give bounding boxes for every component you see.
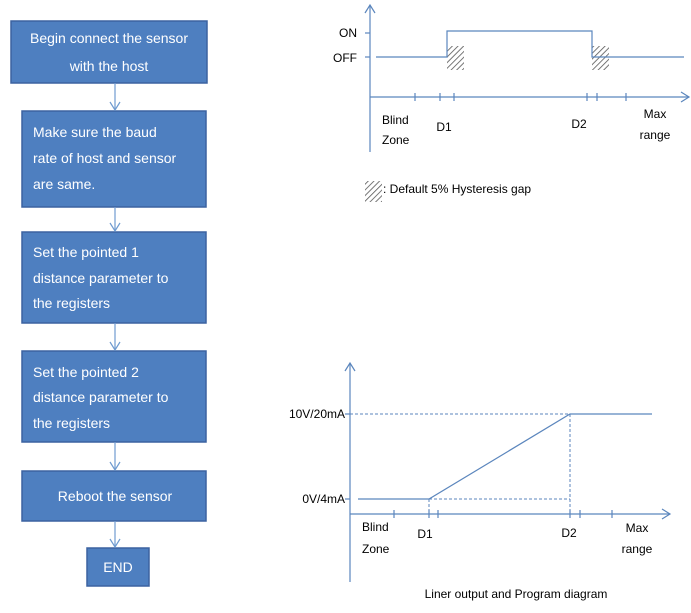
linear-max-range-line-1: Max bbox=[626, 521, 649, 535]
linear-x-axis bbox=[350, 508, 672, 520]
linear-max-range-line-2: range bbox=[622, 542, 653, 556]
linear-d2-label: D2 bbox=[561, 526, 577, 540]
hysteresis-legend-swatch bbox=[365, 181, 382, 202]
linear-y-axis bbox=[344, 361, 356, 582]
linear-output-signal bbox=[358, 413, 652, 500]
step-box-distance-2 bbox=[21, 350, 207, 443]
flow-arrow-4 bbox=[109, 442, 121, 472]
step-baud-line-1: Make sure the baud bbox=[33, 124, 157, 140]
step-box-begin bbox=[10, 20, 208, 84]
step-d2-line-1: Set the pointed 2 bbox=[33, 364, 139, 380]
step-begin-line-2: with the host bbox=[69, 58, 149, 74]
hysteresis-band-d2 bbox=[592, 46, 609, 70]
step-box-baud-rate bbox=[21, 110, 207, 208]
step-baud-line-2: rate of host and sensor bbox=[33, 150, 177, 166]
step-baud-line-3: are same. bbox=[33, 176, 95, 192]
switch-max-range-line-1: Max bbox=[644, 107, 667, 121]
flow-arrow-2 bbox=[109, 207, 121, 233]
step-d2-line-3: the registers bbox=[33, 415, 110, 431]
hysteresis-legend-text: : Default 5% Hysteresis gap bbox=[383, 182, 531, 196]
switch-x-ticks bbox=[414, 93, 627, 101]
switch-y-axis bbox=[364, 3, 376, 152]
switch-blind-zone-line-2: Zone bbox=[382, 133, 410, 147]
flowchart-arrows bbox=[109, 83, 121, 549]
switch-d1-label: D1 bbox=[436, 120, 452, 134]
linear-bottom-label: 0V/4mA bbox=[302, 492, 345, 506]
linear-blind-zone-line-1: Blind bbox=[362, 520, 389, 534]
flow-arrow-5 bbox=[109, 521, 121, 549]
step-end-label: END bbox=[103, 559, 133, 575]
switch-blind-zone-line-1: Blind bbox=[382, 113, 409, 127]
step-d1-line-2: distance parameter to bbox=[33, 270, 169, 286]
step-box-end bbox=[86, 547, 150, 587]
hysteresis-band-d1 bbox=[447, 46, 464, 70]
switch-d2-label: D2 bbox=[571, 117, 587, 131]
switch-max-range-line-2: range bbox=[640, 128, 671, 142]
switch-x-axis bbox=[370, 91, 691, 103]
switch-output-signal bbox=[376, 30, 684, 58]
step-d2-line-2: distance parameter to bbox=[33, 389, 169, 405]
switch-y-ticks bbox=[365, 32, 370, 58]
linear-output-diagram: 10V/20mA 0V/4mA Blind Zone D1 D2 Max ran… bbox=[289, 361, 672, 601]
linear-y-ticks bbox=[345, 413, 350, 500]
linear-d1-label: D1 bbox=[417, 527, 433, 541]
linear-guide-lines bbox=[350, 413, 571, 514]
step-reboot-line-1: Reboot the sensor bbox=[58, 488, 173, 504]
linear-diagram-caption: Liner output and Program diagram bbox=[425, 587, 608, 601]
switch-on-label: ON bbox=[339, 26, 357, 40]
linear-blind-zone-line-2: Zone bbox=[362, 542, 390, 556]
linear-x-ticks bbox=[393, 510, 613, 518]
flowchart: Begin connect the sensor with the host M… bbox=[10, 20, 208, 587]
switch-off-label: OFF bbox=[333, 51, 357, 65]
switch-output-diagram: ON OFF Blind Zone D1 D2 Max range : Defa… bbox=[333, 3, 691, 202]
step-d1-line-1: Set the pointed 1 bbox=[33, 244, 139, 260]
step-box-reboot bbox=[21, 470, 207, 522]
step-begin-line-1: Begin connect the sensor bbox=[30, 30, 188, 46]
step-d1-line-3: the registers bbox=[33, 295, 110, 311]
step-box-distance-1 bbox=[21, 231, 207, 324]
linear-top-label: 10V/20mA bbox=[289, 407, 345, 421]
flow-arrow-3 bbox=[109, 323, 121, 352]
flow-arrow-1 bbox=[109, 83, 121, 112]
